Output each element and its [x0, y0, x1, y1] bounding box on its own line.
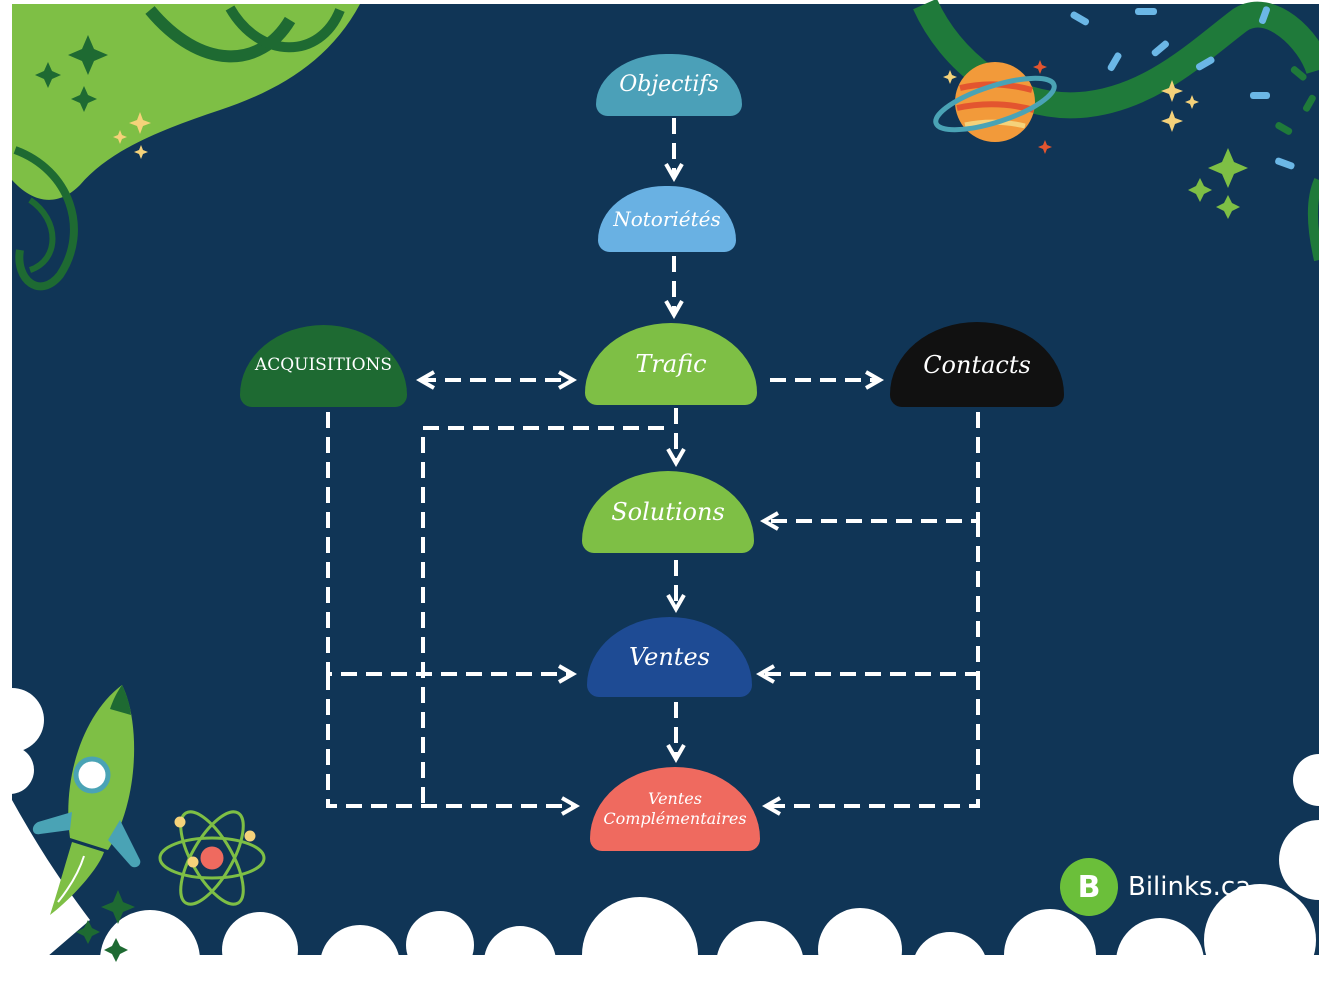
brand-name: Bilinks.ca	[1128, 872, 1252, 902]
rocket-icon	[32, 685, 141, 915]
planet-icon	[933, 60, 1057, 154]
confetti-shape	[1070, 6, 1316, 170]
node-solutions-label: Solutions	[611, 498, 725, 526]
sparkle-icon	[113, 112, 151, 159]
node-notorietes-label: Notoriétés	[613, 206, 721, 231]
node-ventes-complementaires-label-line2: Complémentaires	[603, 809, 747, 828]
arrow-acquisitions-ventes	[326, 412, 578, 684]
node-objectifs-label: Objectifs	[619, 72, 719, 98]
node-acquisitions-label: ACQUISITIONS	[254, 355, 393, 376]
arrow-contacts-ventes-complementaires	[761, 674, 980, 816]
arrow-trafic-ventes-complementaires	[421, 426, 664, 806]
arrow-acquisitions-ventes-complementaires	[326, 674, 581, 816]
sparkle-icon	[1161, 80, 1199, 132]
sparkle-icon	[76, 890, 135, 962]
node-contacts-label: Contacts	[923, 350, 1031, 379]
node-ventes-complementaires-label-line1: Ventes	[648, 789, 702, 808]
atom-icon	[158, 810, 266, 906]
arrow-contacts-ventes	[755, 521, 980, 684]
cloud-shape	[0, 688, 1319, 987]
brand-logo[interactable]: B Bilinks.ca	[1060, 858, 1251, 916]
sparkle-icon	[35, 35, 108, 112]
sparkle-icon	[1188, 148, 1248, 219]
node-ventes-label: Ventes	[629, 643, 710, 671]
arrow-contacts-solutions	[759, 412, 980, 531]
bilinks-logo-icon: B	[1060, 858, 1118, 916]
node-trafic-label: Trafic	[635, 350, 707, 378]
